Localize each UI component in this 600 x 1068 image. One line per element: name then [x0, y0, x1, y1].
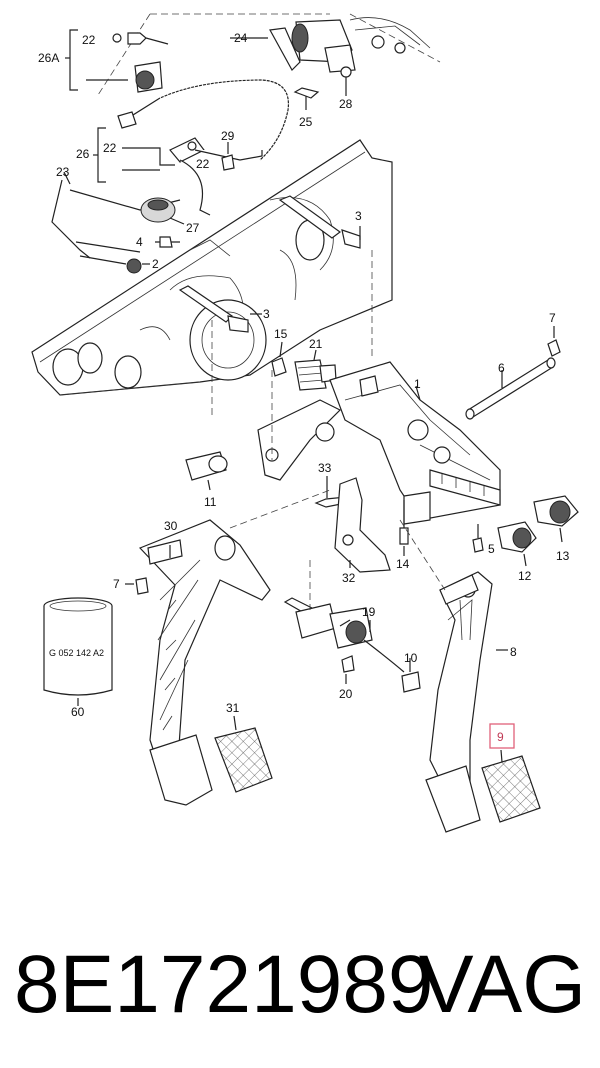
- part-20-bolt: [341, 655, 355, 684]
- part-13-sensor: [533, 495, 579, 543]
- callout-9-highlight-box: [489, 723, 515, 749]
- callout-13: 13: [556, 549, 570, 563]
- bulkhead-panel: [31, 139, 393, 396]
- callout-11: 11: [204, 495, 217, 509]
- callout-5: 5: [488, 542, 495, 556]
- part-4-bolt: [75, 236, 180, 253]
- part-19-master-cylinder: [283, 597, 405, 673]
- part-60-grease-can: [43, 597, 113, 706]
- callout-25: 25: [299, 115, 313, 129]
- callout-14: 14: [396, 557, 410, 571]
- callout-30: 30: [164, 519, 178, 533]
- part-24-28-cylinder: [230, 17, 431, 96]
- part-9-pedal-pad-highlighted: [481, 749, 541, 823]
- callout-19: 19: [362, 605, 376, 619]
- callout-21: 21: [309, 337, 323, 351]
- callout-28: 28: [339, 97, 353, 111]
- part-25-bolt: [293, 87, 320, 110]
- grease-can-label: G 052 142 A2: [49, 648, 104, 658]
- callout-9-highlighted: 9: [489, 723, 515, 749]
- callout-27: 27: [186, 221, 200, 235]
- part-12-sensor: [497, 521, 537, 567]
- callout-23: 23: [56, 165, 70, 179]
- part-5-screw: [472, 524, 484, 553]
- part-6-shaft: [465, 357, 556, 420]
- callout-33: 33: [318, 461, 332, 475]
- callout-10: 10: [404, 651, 418, 665]
- brand-label: VAG: [418, 939, 586, 1030]
- callout-26a: 26A: [38, 51, 59, 65]
- callout-12: 12: [518, 569, 532, 583]
- callout-8: 8: [510, 645, 517, 659]
- part-2-grommet: [79, 255, 150, 274]
- callout-20: 20: [339, 687, 353, 701]
- callout-labels: 22 26A 24 28 25 29 22 26 22 23 27 4 2 3 …: [38, 31, 570, 719]
- callout-2: 2: [152, 257, 159, 271]
- callout-29: 29: [221, 129, 235, 143]
- callout-26: 26: [76, 147, 90, 161]
- callout-60: 60: [71, 705, 85, 719]
- part-7-clip-a: [547, 326, 561, 357]
- callout-9: 9: [497, 730, 504, 744]
- part-14-screw: [399, 500, 409, 556]
- part-8-brake-pedal: [425, 571, 508, 833]
- dashed-leaders: [211, 250, 446, 610]
- callout-3-lower: 3: [263, 307, 270, 321]
- callout-7-left: 7: [113, 577, 120, 591]
- part-15-clip: [271, 341, 287, 377]
- part-number: 8E1721989: [14, 939, 434, 1030]
- callout-22-mid: 22: [103, 141, 117, 155]
- callout-32: 32: [342, 571, 356, 585]
- part-31-pedal-pad: [214, 715, 273, 793]
- callout-24: 24: [234, 31, 248, 45]
- callout-3-upper: 3: [355, 209, 362, 223]
- callout-1: 1: [414, 377, 421, 391]
- part-30-clutch-pedal: [138, 519, 271, 806]
- callout-6: 6: [498, 361, 505, 375]
- callout-22-top: 22: [82, 33, 96, 47]
- part-11-switch: [185, 451, 228, 491]
- callout-31: 31: [226, 701, 240, 715]
- part-29-clip: [221, 142, 235, 171]
- part-7-clip-b: [125, 577, 149, 595]
- upper-dashed-frame: [97, 13, 441, 96]
- part-26a-hose: [65, 29, 291, 162]
- callout-15: 15: [274, 327, 288, 341]
- part-10-switch: [401, 658, 421, 693]
- part-21-spring: [294, 349, 337, 391]
- part-3-studs: [178, 195, 361, 333]
- part-27-plug: [140, 197, 185, 225]
- part-1-pedal-bracket: [257, 361, 501, 525]
- callout-22-right: 22: [196, 157, 210, 171]
- callout-7-right: 7: [549, 311, 556, 325]
- footer: 8E1721989 VAG: [0, 935, 600, 1035]
- part-26-pipe: [93, 127, 263, 216]
- callout-4: 4: [136, 235, 143, 249]
- pedal-assembly-diagram: 22 26A 24 28 25 29 22 26 22 23 27 4 2 3 …: [31, 13, 579, 833]
- part-32-support-bracket: [334, 477, 391, 573]
